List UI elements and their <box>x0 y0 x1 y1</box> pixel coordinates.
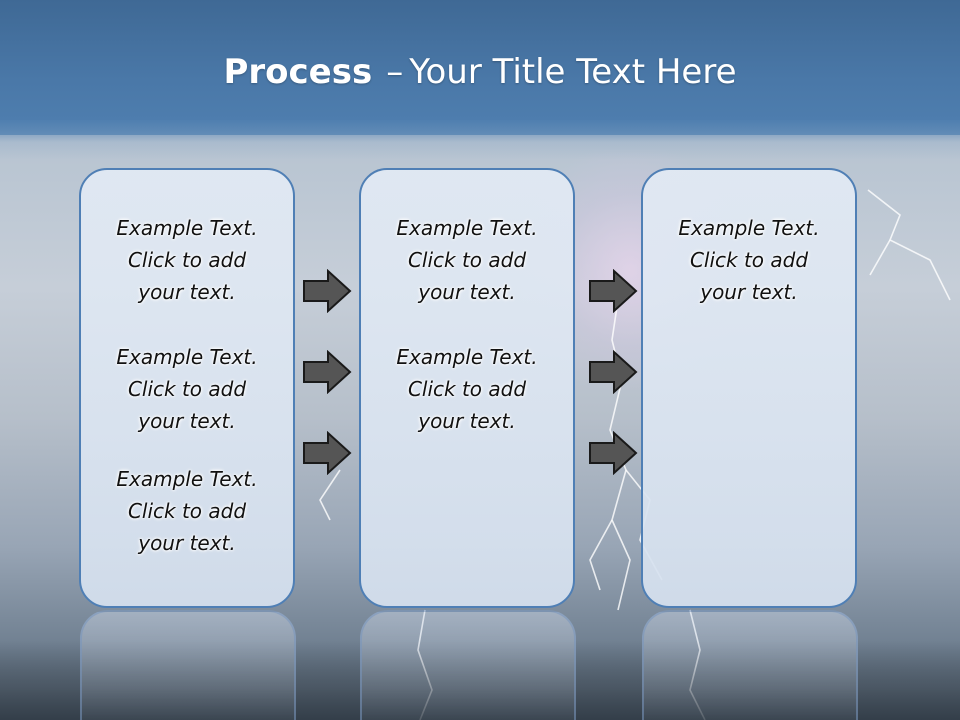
text-line: your text. <box>138 280 236 304</box>
text-line: Click to add <box>407 377 527 401</box>
title-bold: Process <box>223 52 373 92</box>
text-item[interactable]: Example Text. Click to add your text. <box>643 212 855 308</box>
text-line: Click to add <box>127 248 247 272</box>
text-line: your text. <box>418 409 516 433</box>
text-line: Example Text. <box>116 216 258 240</box>
text-line: Click to add <box>407 248 527 272</box>
header-fade <box>0 120 960 160</box>
text-line: Example Text. <box>396 345 538 369</box>
right-arrow-icon <box>589 350 638 394</box>
text-item[interactable]: Example Text. Click to add your text. <box>81 463 293 559</box>
text-line: your text. <box>138 409 236 433</box>
box-reflection-1 <box>80 610 296 720</box>
background-ground <box>0 640 960 720</box>
right-arrow-icon <box>589 431 638 475</box>
process-box-3[interactable]: Example Text. Click to add your text. <box>641 168 857 608</box>
text-item[interactable]: Example Text. Click to add your text. <box>361 212 573 308</box>
slide-title[interactable]: Process–Your Title Text Here <box>0 52 960 92</box>
process-box-1[interactable]: Example Text. Click to add your text. Ex… <box>79 168 295 608</box>
text-line: Example Text. <box>116 345 258 369</box>
header-band <box>0 0 960 135</box>
text-line: Click to add <box>127 377 247 401</box>
text-item[interactable]: Example Text. Click to add your text. <box>81 341 293 437</box>
right-arrow-icon <box>303 269 352 313</box>
box-reflection-2 <box>360 610 576 720</box>
right-arrow-icon <box>303 350 352 394</box>
text-line: your text. <box>700 280 798 304</box>
process-box-2[interactable]: Example Text. Click to add your text. Ex… <box>359 168 575 608</box>
text-line: Example Text. <box>396 216 538 240</box>
text-line: your text. <box>138 531 236 555</box>
box-reflection-3 <box>642 610 858 720</box>
text-line: Example Text. <box>678 216 820 240</box>
title-dash: – <box>386 52 404 92</box>
text-line: your text. <box>418 280 516 304</box>
right-arrow-icon <box>589 269 638 313</box>
text-line: Example Text. <box>116 467 258 491</box>
text-item[interactable]: Example Text. Click to add your text. <box>81 212 293 308</box>
right-arrow-icon <box>303 431 352 475</box>
text-item[interactable]: Example Text. Click to add your text. <box>361 341 573 437</box>
text-line: Click to add <box>689 248 809 272</box>
text-line: Click to add <box>127 499 247 523</box>
title-text: Your Title Text Here <box>409 52 737 92</box>
